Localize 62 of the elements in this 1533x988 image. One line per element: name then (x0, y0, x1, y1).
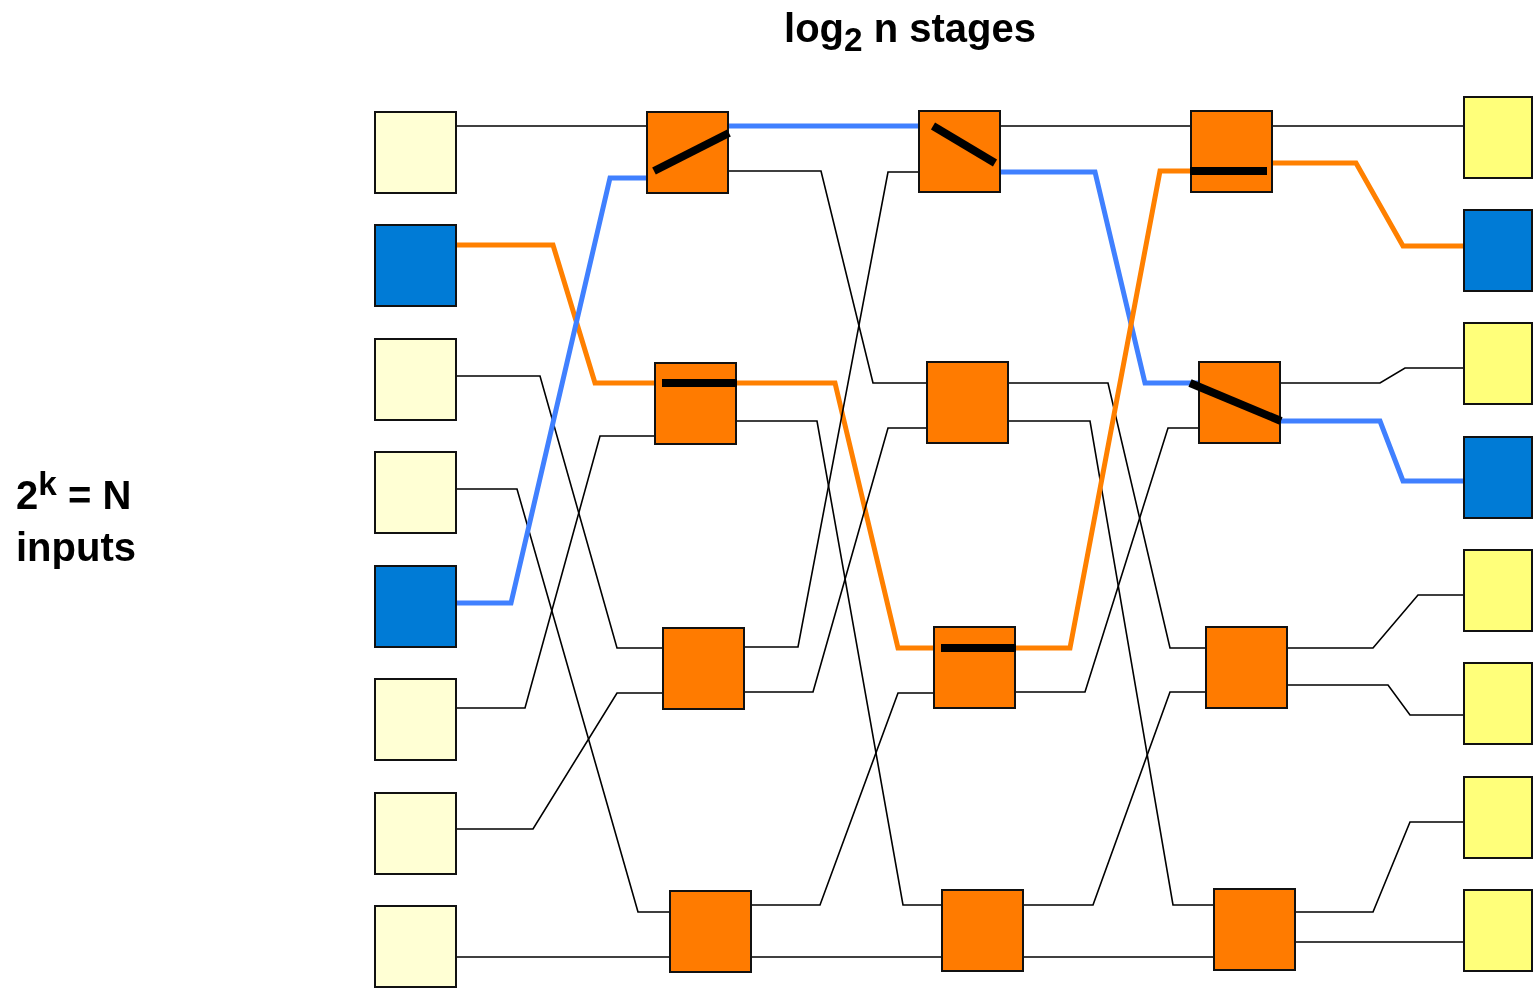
connector-line (751, 956, 942, 958)
connector-line (456, 435, 655, 709)
output-box (1463, 209, 1533, 292)
input-box (374, 111, 457, 194)
connector-line (456, 692, 663, 830)
input-box (374, 565, 457, 648)
connector-line (1287, 684, 1464, 716)
switch-box (1198, 361, 1281, 444)
output-box (1463, 549, 1533, 632)
connector-line (1015, 427, 1199, 693)
switch-box (941, 889, 1024, 972)
switch-box (1213, 888, 1296, 971)
switch-box (1205, 626, 1288, 709)
connector-line (1000, 125, 1191, 127)
connector-line (736, 420, 942, 906)
output-box (1463, 322, 1533, 405)
output-box (1463, 662, 1533, 745)
switch-box (918, 110, 1001, 193)
connector-line (456, 488, 670, 913)
output-box (1463, 436, 1533, 519)
input-box (374, 338, 457, 421)
connector-line (1023, 691, 1206, 906)
connector-line (1295, 821, 1464, 913)
connector-line (1008, 382, 1206, 649)
connector-line (751, 692, 934, 906)
input-box (374, 224, 457, 307)
connector-line (1281, 418, 1463, 484)
connector-line (456, 375, 663, 649)
connector-line (1273, 160, 1463, 249)
input-box (374, 905, 457, 988)
connector-line (1272, 125, 1464, 127)
connector-line (1287, 594, 1464, 649)
connector-line (457, 242, 654, 386)
connector-line (1295, 941, 1464, 943)
connector-line (728, 170, 927, 384)
connector-line (1008, 420, 1214, 906)
connector-line (744, 171, 919, 648)
switch-box (933, 626, 1016, 709)
output-box (1463, 96, 1533, 179)
input-box (374, 792, 457, 875)
switch-box (926, 361, 1009, 444)
switch-box (1190, 110, 1273, 193)
output-box (1463, 776, 1533, 859)
switch-box (662, 627, 745, 710)
connector-line (456, 125, 647, 127)
connector-line (1016, 168, 1190, 651)
input-box (374, 451, 457, 534)
connector-line (729, 123, 918, 129)
connector-line (456, 956, 670, 958)
connector-line (1001, 169, 1198, 386)
switch-box (646, 111, 729, 194)
switch-box (669, 890, 752, 973)
connector-line (1023, 956, 1214, 958)
connector-line (744, 427, 927, 693)
input-box (374, 678, 457, 761)
output-box (1463, 889, 1533, 972)
connector-line (1280, 367, 1464, 384)
diagram-title: log$_{2}$ n stages (783, 5, 1037, 60)
side-label: 2$^{k}$ = N inputs (16, 464, 137, 572)
switch-box (654, 362, 737, 445)
connector-line (457, 175, 646, 606)
connector-line (737, 380, 933, 651)
